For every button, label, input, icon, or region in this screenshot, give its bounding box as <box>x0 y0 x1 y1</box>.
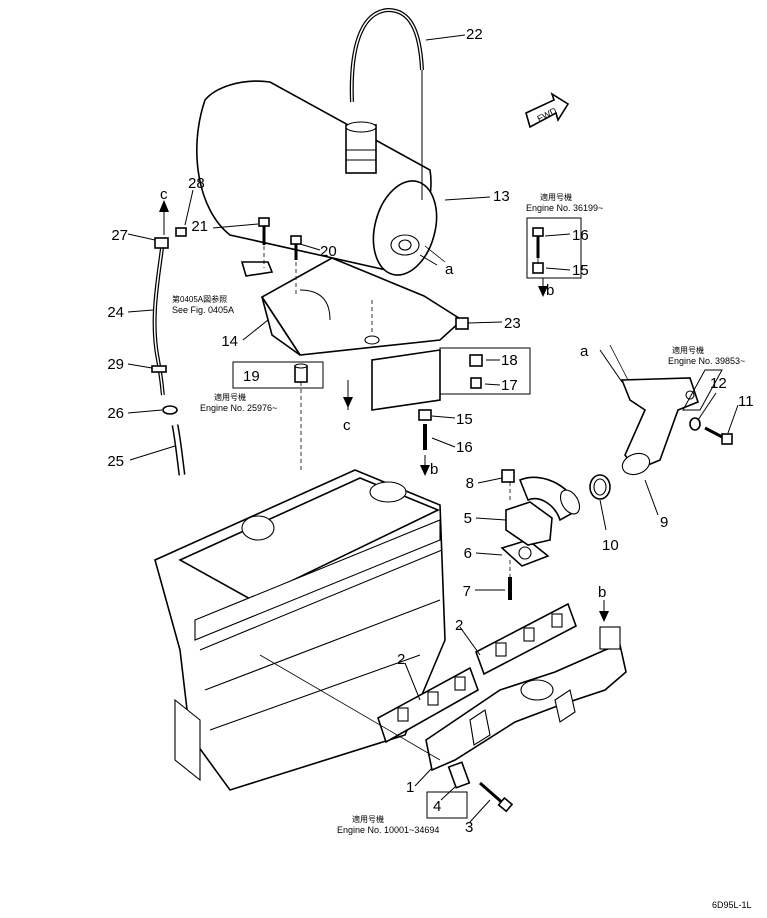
exhaust-elbow <box>505 476 581 546</box>
nut-15-mid <box>418 409 432 421</box>
callout-2-right: 2 <box>455 617 463 634</box>
seal-ring <box>589 474 611 500</box>
ref-c-top: c <box>160 186 168 203</box>
note-39853-jp: 適用号機 <box>672 345 704 355</box>
callout-25: 25 <box>107 453 124 470</box>
callout-22: 22 <box>466 26 483 43</box>
callout-7: 7 <box>463 583 471 600</box>
bolt-16-top <box>532 227 544 258</box>
callout-2-left: 2 <box>397 651 405 668</box>
callout-29: 29 <box>107 356 124 373</box>
callout-28: 28 <box>188 175 205 192</box>
note-10001: Engine No. 10001~34694 <box>337 825 439 835</box>
box-19 <box>232 361 324 389</box>
callout-15-mid: 15 <box>456 411 473 428</box>
callout-20: 20 <box>320 243 337 260</box>
manifold-gasket-right <box>475 602 577 676</box>
note-fig: See Fig. 0405A <box>172 305 234 315</box>
muffler-bracket <box>240 257 464 411</box>
box-15-16-top <box>526 217 582 279</box>
callout-21: 21 <box>191 218 208 235</box>
callout-18: 18 <box>501 352 518 369</box>
note-36199: Engine No. 36199~ <box>526 203 603 213</box>
callout-9: 9 <box>660 514 668 531</box>
callout-12: 12 <box>710 375 727 392</box>
elbow-gasket <box>500 539 550 567</box>
engine-block <box>154 469 446 791</box>
leader-lines <box>127 34 739 823</box>
manifold-gasket-left <box>377 666 479 744</box>
bolt-21 <box>258 217 270 245</box>
callout-19: 19 <box>243 368 260 385</box>
nut-18 <box>469 354 483 367</box>
callout-14: 14 <box>221 333 238 350</box>
hose-clamp-26 <box>162 405 178 415</box>
fwd-arrow-icon <box>525 92 570 129</box>
pipe-washer <box>689 417 701 431</box>
callout-6: 6 <box>464 545 472 562</box>
callout-3: 3 <box>465 819 473 836</box>
ref-a-pipe: a <box>580 343 589 360</box>
ref-b-mid: b <box>430 461 438 478</box>
callout-10: 10 <box>602 537 619 554</box>
ref-b-manifold: b <box>598 584 606 601</box>
exhaust-manifold <box>425 626 627 772</box>
bolt-28 <box>175 227 187 237</box>
callout-26: 26 <box>107 405 124 422</box>
note-fig-jp: 第0405A図参照 <box>172 294 227 304</box>
elbow-nut <box>501 469 515 483</box>
callout-1: 1 <box>406 779 414 796</box>
breather-tube <box>152 247 165 396</box>
callout-24: 24 <box>107 304 124 321</box>
box-12 <box>682 369 723 411</box>
callout-23: 23 <box>504 315 521 332</box>
clip-29 <box>151 365 167 373</box>
callout-13: 13 <box>493 188 510 205</box>
callout-8: 8 <box>466 475 474 492</box>
callout-27: 27 <box>111 227 128 244</box>
spacer-19 <box>294 363 308 383</box>
box-17-18 <box>439 347 531 395</box>
drawing-id: 6D95L-1L <box>712 900 752 910</box>
pipe-bolt <box>704 426 733 445</box>
note-10001-jp: 適用号機 <box>352 814 384 824</box>
elbow-27 <box>154 237 169 249</box>
nut-23 <box>455 317 469 330</box>
note-36199-jp: 適用号機 <box>540 192 572 202</box>
bolt-20 <box>290 235 302 260</box>
callout-15-top: 15 <box>572 262 589 279</box>
note-25976-jp: 適用号機 <box>214 392 246 402</box>
spacer <box>447 761 471 789</box>
callout-4: 4 <box>433 798 441 815</box>
ref-c-bottom: c <box>343 417 351 434</box>
ref-b-top: b <box>546 282 554 299</box>
ref-a-muffler: a <box>445 261 454 278</box>
washer-17 <box>470 377 482 389</box>
callout-17: 17 <box>501 377 518 394</box>
callout-16-mid: 16 <box>456 439 473 456</box>
box-4 <box>426 791 468 819</box>
tail-pipe <box>349 7 424 200</box>
note-39853: Engine No. 39853~ <box>668 356 745 366</box>
manifold-bolt <box>479 781 514 813</box>
callout-11: 11 <box>738 393 754 410</box>
note-25976: Engine No. 25976~ <box>200 403 277 413</box>
nut-15-top <box>532 262 544 274</box>
callout-16-top: 16 <box>572 227 589 244</box>
flow-lines <box>159 200 629 761</box>
exhaust-pipe <box>620 377 699 476</box>
breather-hose <box>171 424 186 476</box>
callout-5: 5 <box>464 510 472 527</box>
